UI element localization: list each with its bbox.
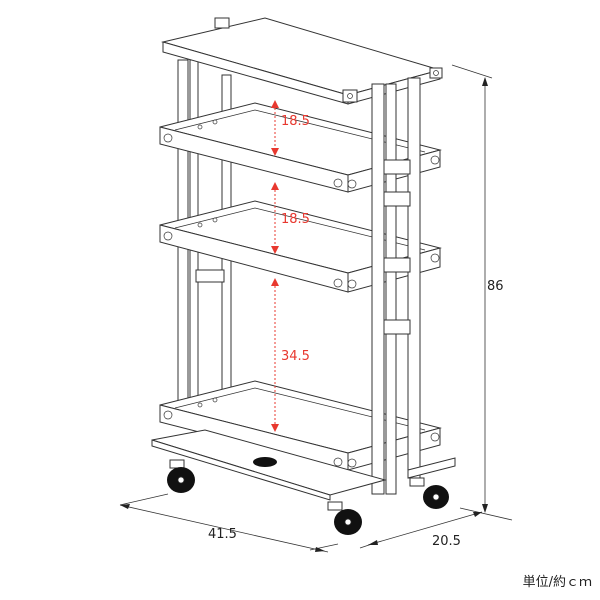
- width-dimension: [119, 493, 339, 553]
- caster-front-right: [327, 501, 362, 535]
- dim-label-depth: 20.5: [432, 534, 461, 549]
- dim-label-middle-gap: 18.5: [281, 212, 310, 227]
- shelf-gap-dimensions: [271, 100, 279, 432]
- depth-dimension: [359, 511, 483, 549]
- dim-label-width: 41.5: [208, 527, 237, 542]
- caster-back: [253, 457, 277, 467]
- dim-label-height: 86: [487, 279, 504, 294]
- front-frame: [371, 77, 421, 495]
- dim-label-bottom-gap: 34.5: [281, 349, 310, 364]
- dim-label-top-gap: 18.5: [281, 114, 310, 129]
- unit-note: 単位/約ｃｍ: [522, 575, 592, 590]
- height-dimension: [451, 64, 513, 521]
- top-board: [161, 17, 443, 105]
- caster-front-left: [167, 459, 195, 493]
- caster-side: [409, 477, 449, 509]
